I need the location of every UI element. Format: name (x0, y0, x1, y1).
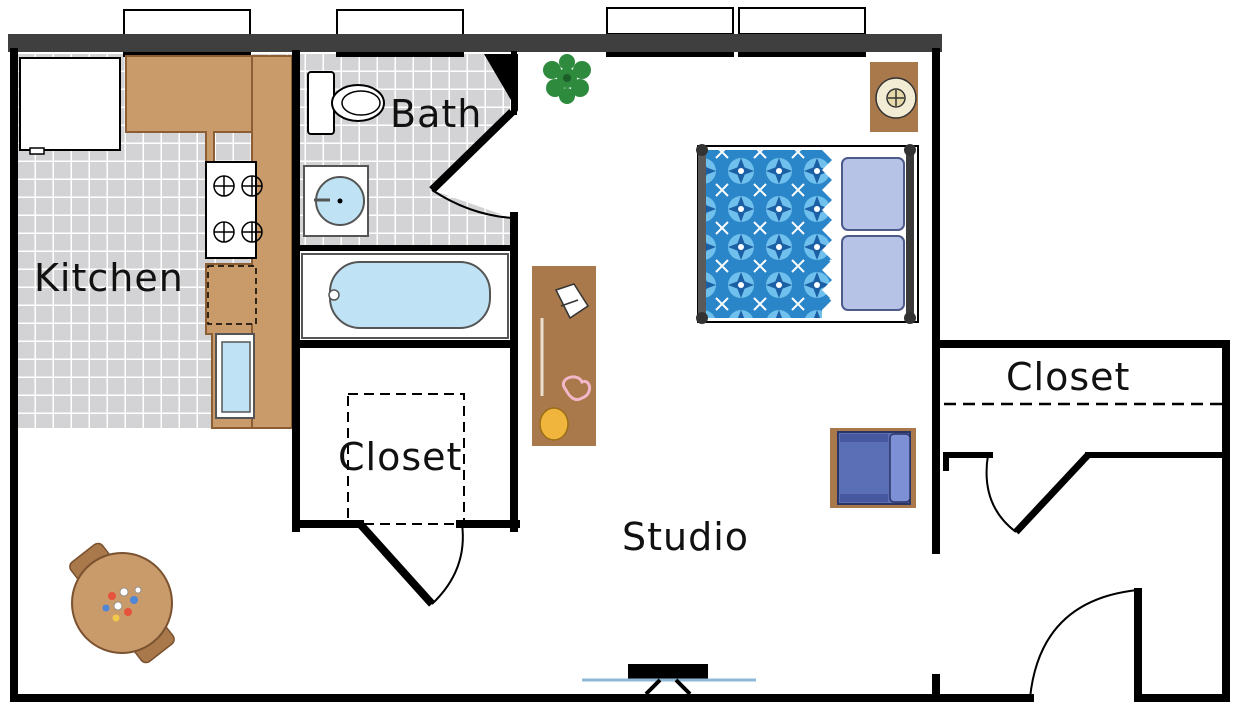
nightstand (870, 62, 918, 132)
plant-icon (543, 54, 591, 104)
closet-door (357, 521, 464, 607)
closet-label-right: Closet (1006, 355, 1130, 399)
toilet-icon (307, 71, 385, 135)
bed-icon (696, 144, 919, 324)
refrigerator-icon (19, 57, 121, 155)
desk-icon (532, 266, 596, 446)
studio-label: Studio (622, 515, 749, 559)
armchair-icon (830, 428, 916, 508)
bathtub-icon (301, 253, 509, 339)
bath-door (429, 109, 515, 219)
bath-corner-wedge (484, 54, 518, 112)
bath-label: Bath (390, 92, 482, 136)
kitchen-label: Kitchen (34, 256, 184, 300)
closet-label-left: Closet (338, 435, 462, 479)
stove-icon (205, 161, 263, 259)
dining-table-icon (69, 542, 175, 664)
annex-closet-door (985, 452, 1091, 535)
walls (8, 34, 1230, 702)
dishwasher-icon (207, 265, 257, 325)
closet-rod (347, 393, 465, 525)
window (582, 664, 756, 696)
entry-door (1029, 589, 1142, 699)
lamp-icon (875, 77, 917, 119)
sink-icon (303, 165, 369, 237)
sink-icon (215, 333, 255, 419)
